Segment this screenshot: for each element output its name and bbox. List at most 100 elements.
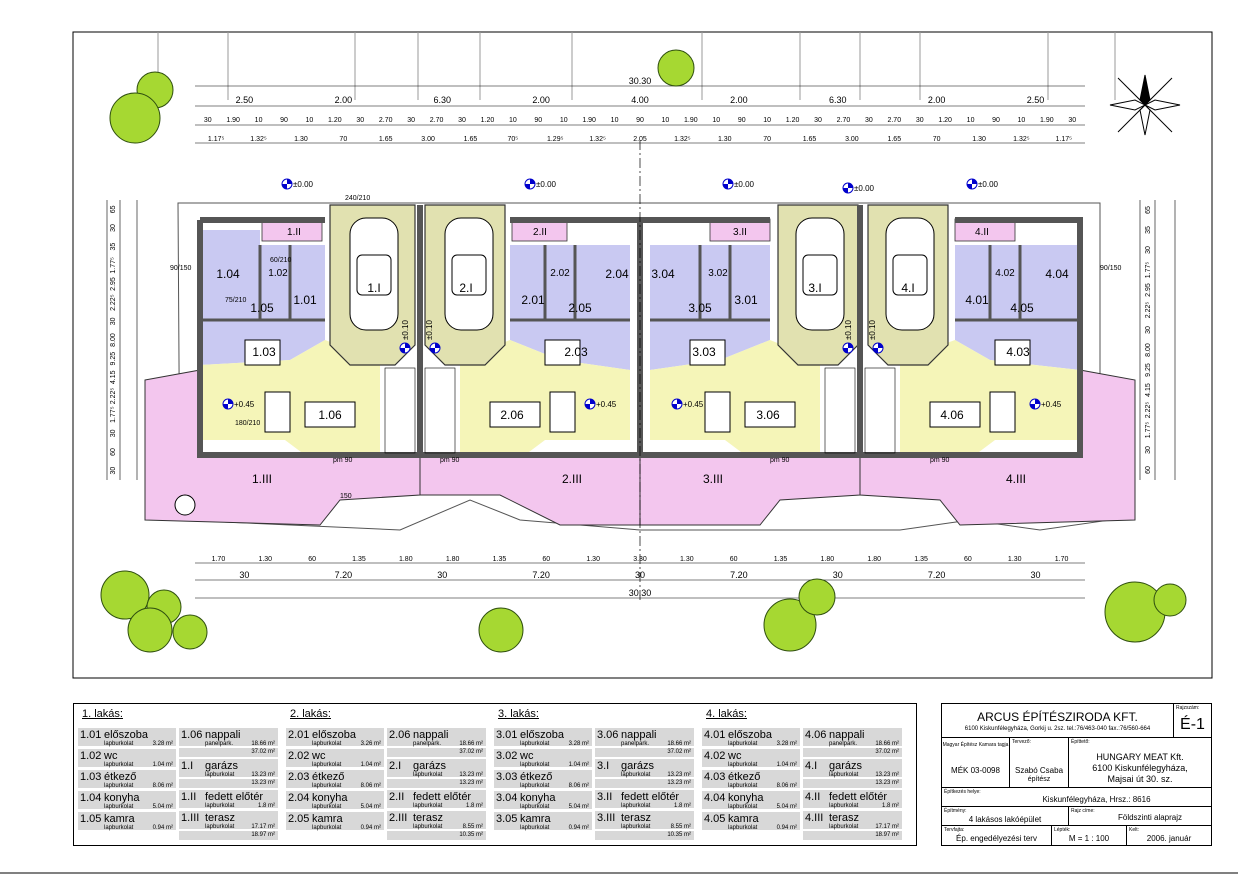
dimension-label: 1.35 (352, 556, 366, 563)
schedule-name: étkező (728, 771, 761, 783)
dimension-label: 2.22⁵ (1145, 402, 1152, 419)
schedule-code: 3.02 (496, 750, 518, 762)
schedule-code: 4.03 (704, 771, 726, 783)
schedule-mat: lapburkolat (520, 804, 550, 810)
dimension-label: 10 (763, 117, 771, 124)
schedule-code: 3.I (597, 760, 610, 772)
dimension-label: 30 (458, 117, 466, 124)
level-label: ±0.10 (868, 319, 877, 340)
room-label: 4.I (901, 281, 914, 295)
schedule-name: fedett előtér (621, 791, 680, 803)
dimension-label: 2.00 (928, 95, 946, 105)
side-dims-left: 6530351.77⁵2.952.22⁵308.009.254.152.22⁵1… (110, 205, 117, 474)
opening-label: 180/210 (235, 420, 260, 427)
schedule-name: garázs (205, 760, 239, 772)
schedule-mat: lapburkolat (312, 825, 342, 831)
schedule-name: nappali (205, 729, 241, 741)
schedule-mat: lapburkolat (413, 824, 443, 830)
schedule-name: előszoba (728, 729, 773, 741)
site-label: Építkezés helye: (944, 789, 981, 795)
dimension-label: 2.22⁵ (110, 388, 117, 405)
schedule-name: garázs (829, 760, 863, 772)
room-label: 2.04 (605, 267, 629, 281)
client-name: HUNGARY MEAT Kft. (1096, 752, 1184, 762)
room-label: 3.06 (756, 408, 780, 422)
level-label: ±0.00 (978, 180, 999, 189)
overall-dims: 30.30 30.30 (629, 76, 652, 598)
schedule-mat: lapburkolat (312, 783, 342, 789)
room-label: 4.01 (965, 293, 989, 307)
opening-label: pm 90 (930, 457, 950, 464)
dimension-label: 1.65 (464, 136, 478, 143)
firm-name: ARCUS ÉPÍTÉSZIRODA KFT. (977, 710, 1138, 724)
schedule-code: 1.01 (80, 729, 102, 741)
schedule-area: 1.8 m² (673, 803, 691, 809)
schedule-mat: lapburkolat (621, 824, 651, 830)
schedule-area: 8.06 m² (776, 783, 797, 789)
level-label: +0.45 (234, 400, 255, 409)
terrace-tables (174, 494, 196, 516)
schedule-mat: lapburkolat (520, 741, 550, 747)
chamber-number: MÉK 03-0098 (951, 766, 1000, 775)
dimension-label: 10 (560, 117, 568, 124)
schedule-mat: lapburkolat (312, 804, 342, 810)
dimension-label: 2.70 (430, 117, 444, 124)
dimension-label: 2.00 (532, 95, 550, 105)
schedule-mat: lapburkolat (205, 803, 235, 809)
opening-label: pm 90 (333, 457, 353, 464)
schedule-area: 3.28 m² (152, 741, 173, 747)
schedule-area: 8.55 m² (462, 824, 483, 830)
schedule-code: 4.01 (704, 729, 726, 741)
schedule-code: 2.II (389, 791, 405, 803)
room-label: 2.05 (568, 301, 592, 315)
furniture (244, 339, 1031, 433)
dimension-label: 1.65 (887, 136, 901, 143)
opening-label: 90/150 (170, 265, 192, 272)
schedule-name: terasz (205, 812, 235, 824)
dimension-label: 3.30 (633, 556, 647, 563)
room-label: 2.01 (521, 293, 545, 307)
schedule-code: 2.06 (389, 729, 411, 741)
schedule-name: fedett előtér (205, 791, 264, 803)
level-label: +0.45 (1041, 400, 1062, 409)
schedule-area: 18.66 m² (875, 741, 899, 747)
schedule-name: nappali (413, 729, 449, 741)
schedule-code: 4.06 (805, 729, 827, 741)
room-label: 4.III (1006, 472, 1026, 486)
room-label: 1.01 (293, 293, 317, 307)
opening-label: 90/150 (1100, 265, 1122, 272)
level-label: ±0.00 (536, 180, 557, 189)
schedule-name: előszoba (104, 729, 149, 741)
dimension-label: 30 (110, 224, 117, 232)
level-label: ±0.00 (293, 180, 314, 189)
room-label: 2.03 (564, 345, 588, 359)
dimension-label: 1.77⁵ (1145, 422, 1152, 439)
schedule-subtotal: 37.02 m² (803, 748, 902, 757)
dimension-label: 90 (280, 117, 288, 124)
dimension-label: 30 (204, 117, 212, 124)
level-label: ±0.00 (734, 180, 755, 189)
dimension-label: 30 (1145, 446, 1152, 454)
sheet-cell: Rajzszám: É-1 (1174, 704, 1211, 738)
schedule-mat: lapburkolat (312, 741, 342, 747)
dimension-label: 60 (1145, 466, 1152, 474)
level-label: +0.45 (596, 400, 617, 409)
dimension-label: 10 (662, 117, 670, 124)
dimension-label: 9.25 (1145, 363, 1152, 377)
dimension-label: 4.15 (1145, 383, 1152, 397)
dimension-label: 10 (712, 117, 720, 124)
schedule-area: 13.23 m² (251, 772, 275, 778)
schedule-area: 1.04 m² (776, 762, 797, 768)
schedule-area: 18.66 m² (667, 741, 691, 747)
